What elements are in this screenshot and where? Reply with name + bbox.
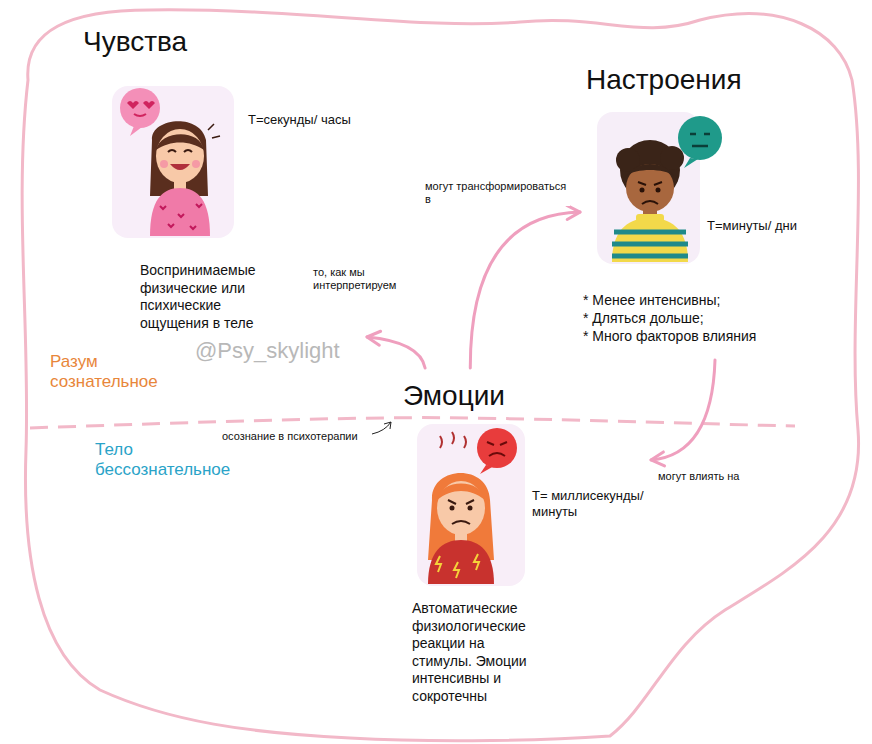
bullet-item: * Дляться дольше; — [583, 310, 813, 328]
arrow-head — [651, 452, 665, 466]
curved-arrow — [367, 331, 425, 368]
edge-label: могут влиять на — [658, 470, 768, 483]
feelings-figure — [112, 86, 234, 238]
bullet-item: * Много факторов влияния — [583, 328, 813, 346]
bullet-item: * Менее интенсивны; — [583, 292, 813, 310]
divider-line — [30, 418, 795, 428]
emotions-figure — [417, 424, 525, 586]
leader-line — [372, 422, 391, 434]
curved-arrow — [651, 360, 715, 466]
note-label: осознание в психотерапии — [222, 430, 372, 443]
node-heading: Настроения — [586, 62, 816, 97]
region-label: Разум сознательное — [50, 352, 175, 393]
description-text: Автоматические физиологические реакции н… — [412, 600, 547, 705]
leader-head — [384, 422, 391, 429]
mood-figure — [597, 112, 722, 264]
arrow-head — [567, 205, 580, 219]
duration-label: T=секунды/ часы — [248, 112, 376, 128]
watermark: @Psy_skylight — [195, 338, 355, 364]
concept-node: НастроенияT=минуты/ дни * Менее интенсивн… — [580, 60, 820, 360]
arrow-head — [367, 331, 381, 345]
edge-label: могут трансформироваться в — [425, 180, 570, 206]
edge-label: то, как мы интерпретируем — [313, 266, 413, 292]
node-heading: Эмоции — [403, 378, 603, 413]
curved-arrow — [470, 205, 580, 368]
region-label: Тело бессознательное — [95, 440, 235, 481]
description-text: Воспринимаемые физические или психически… — [140, 262, 280, 332]
arrow-line — [651, 360, 715, 460]
outline-blob — [22, 10, 858, 741]
node-heading: Чувства — [83, 24, 303, 59]
duration-label: T=минуты/ дни — [707, 218, 812, 234]
duration-label: T= миллисекунды/ минуты — [532, 488, 647, 521]
concept-node: Эмоции T= миллисекунды/ минутыАвтоматичес… — [400, 368, 651, 733]
arrow-line — [470, 212, 580, 368]
